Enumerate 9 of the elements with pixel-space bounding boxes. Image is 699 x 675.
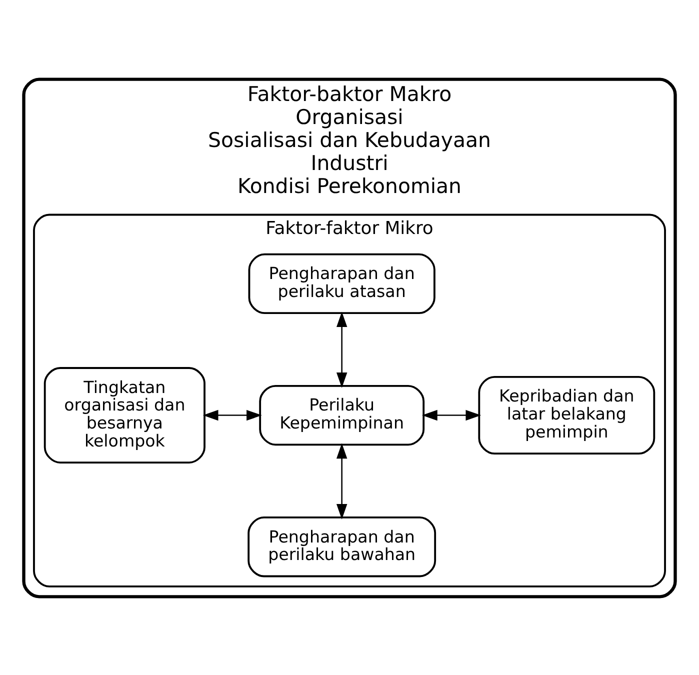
node-box: Perilaku Kepemimpinan <box>259 384 425 446</box>
arrow <box>336 442 348 519</box>
arrow <box>422 409 482 420</box>
node-box: Pengharapan dan perilaku bawahan <box>248 516 436 577</box>
node-box: Tingkatan organisasi dan besarnya kelompok <box>44 366 206 463</box>
arrow <box>202 409 262 420</box>
node-box: Kepribadian dan latar belakang pemimpin <box>478 376 656 454</box>
arrow <box>336 311 348 388</box>
node-box: Pengharapan dan perilaku atasan <box>248 252 436 314</box>
